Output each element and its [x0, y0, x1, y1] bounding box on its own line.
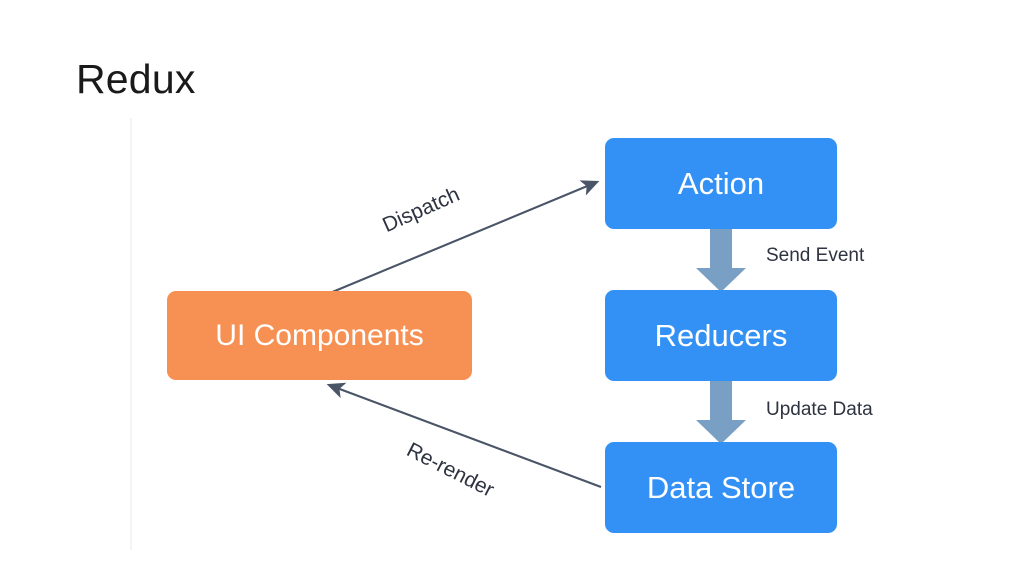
- edge-send-event: [696, 228, 746, 292]
- node-data-store[interactable]: Data Store: [605, 442, 837, 533]
- edge-label-send-event: Send Event: [766, 245, 865, 266]
- edge-update-data: [696, 380, 746, 444]
- node-data-store-label: Data Store: [646, 469, 796, 505]
- placeholder-rule: [130, 118, 132, 550]
- node-action-label: Action: [677, 165, 765, 201]
- node-reducers-label: Reducers: [654, 317, 788, 353]
- node-action[interactable]: Action: [605, 138, 837, 229]
- node-ui-components-label: UI Components: [215, 318, 424, 352]
- edge-dispatch: [329, 180, 600, 294]
- node-ui-components[interactable]: UI Components: [167, 291, 472, 380]
- edge-re-render: [326, 382, 602, 488]
- page-title: Redux: [76, 56, 196, 102]
- node-reducers[interactable]: Reducers: [605, 290, 837, 381]
- edge-label-update-data: Update Data: [766, 399, 873, 420]
